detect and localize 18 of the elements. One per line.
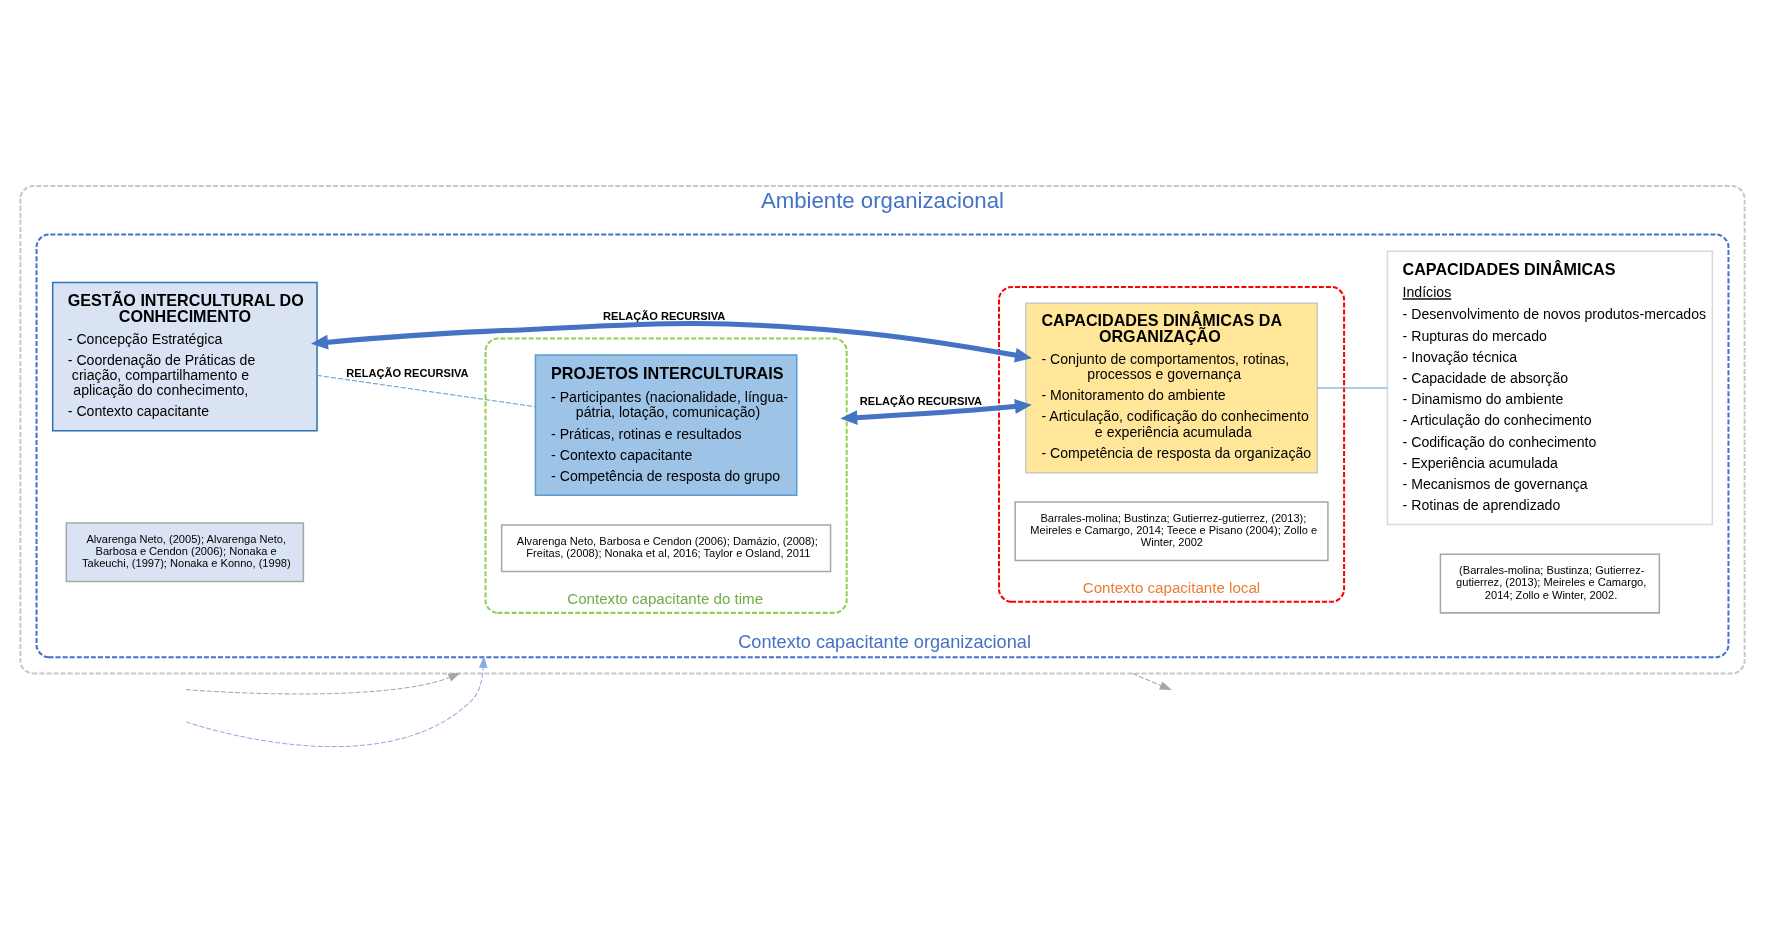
arrow — [185, 672, 461, 695]
edge-label: RELAÇÃO RECURSIVA — [603, 310, 726, 323]
node-box: Alvarenga Neto, (2005); Alvarenga Neto, Barbosa e Cendon (2006); Nonaka e Takeuchi, (1997); Nonaka e Konno, (1998) — [65, 522, 305, 583]
node-box: Alvarenga Neto, Barbosa e Cendon (2006); Damázio, (2008); Freitas, (2008); Nonaka et al, 2016; Taylor e Osland, 2011 — [500, 524, 832, 573]
connector — [1317, 387, 1388, 389]
arrow — [840, 399, 1032, 425]
arrow — [1131, 672, 1172, 691]
edge-label: RELAÇÃO RECURSIVA — [859, 394, 983, 407]
node-box: PROJETOS INTERCULTURAIS - Participantes (nacionalidade, língua-pátria, lotação, comunicação) - Práticas, rotinas e resultados - Contexto capacitante - Competência de resposta do grupo — [534, 354, 798, 497]
node-box: GESTÃO INTERCULTURAL DO CONHECIMENTO - Concepção Estratégica - Coordenação de Práticas de criação, compartilhamento e aplicação do conhecimento, - Contexto capacitante — [51, 281, 318, 432]
edge-label: RELAÇÃO RECURSIVA — [346, 366, 469, 379]
node-box: CAPACIDADES DINÂMICAS DA ORGANIZAÇÃO - Conjunto de comportamentos, rotinas, processos e governança - Monitoramento do ambiente - Articulação, codificação do conhecimento e experiência acumulada - Competência de resposta da organização — [1025, 302, 1319, 474]
node-box: CAPACIDADES DINÂMICAS Indícios - Desenvolvimento de novos produtos-mercados - Rupturas do mercado - Inovação técnica - Capacidade de absorção - Dinamismo do ambiente - Articulação do conhecimento - Codificação do conhecimento - Experiência acumulada - Mecanismos de governança - Rotinas de aprendizado — [1386, 250, 1714, 526]
arrow — [311, 320, 1032, 363]
node-box: (Barrales-molina; Bustinza; Gutierrez-gutierrez, (2013); Meireles e Camargo, 2014; Zollo e Winter, 2002. — [1439, 553, 1661, 614]
node-box: Barrales-molina; Bustinza; Gutierrez-gutierrez, (2013); Meireles e Camargo, 2014; Teece e Pisano (2004); Zollo e Winter, 2002 — [1014, 501, 1329, 562]
arrow — [185, 655, 488, 748]
connector — [316, 374, 536, 408]
